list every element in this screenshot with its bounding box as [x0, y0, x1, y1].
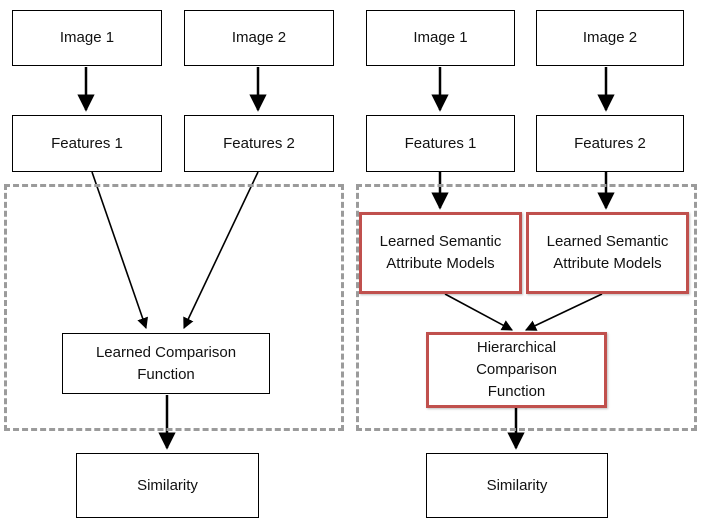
- left-features2-box: Features 2: [184, 115, 334, 172]
- right-attribute-models-2-box: Learned Semantic Attribute Models: [526, 212, 689, 294]
- right-features2-label: Features 2: [574, 134, 646, 152]
- right-attribute-models-1-label: Learned Semantic Attribute Models: [379, 233, 502, 272]
- left-features1-box: Features 1: [12, 115, 162, 172]
- right-features1-box: Features 1: [366, 115, 515, 172]
- right-image2-box: Image 2: [536, 10, 684, 66]
- right-dashed-region: [356, 184, 697, 431]
- arrow-left-features1-comparison: [91, 171, 148, 330]
- right-image1-label: Image 1: [413, 29, 468, 47]
- right-image1-box: Image 1: [366, 10, 515, 66]
- right-comparison-box: Hierarchical Comparison Function: [426, 332, 607, 408]
- left-similarity-box: Similarity: [76, 453, 259, 518]
- arrow-right-attr2-comparison: [524, 293, 603, 331]
- left-image1-label: Image 1: [59, 29, 115, 47]
- left-features1-label: Features 1: [51, 134, 123, 152]
- left-image2-box: Image 2: [184, 10, 334, 66]
- left-features2-label: Features 2: [223, 134, 295, 152]
- right-features1-label: Features 1: [404, 134, 477, 152]
- right-similarity-label: Similarity: [486, 476, 548, 494]
- left-similarity-label: Similarity: [137, 476, 198, 494]
- left-image1-box: Image 1: [12, 10, 162, 66]
- left-comparison-box: Learned Comparison Function: [62, 333, 270, 394]
- right-features2-box: Features 2: [536, 115, 684, 172]
- arrow-left-features2-comparison: [183, 171, 259, 330]
- right-comparison-label: Hierarchical Comparison Function: [476, 339, 557, 400]
- arrow-right-attr1-comparison: [444, 293, 513, 331]
- right-attribute-models-1-box: Learned Semantic Attribute Models: [359, 212, 522, 294]
- left-image2-label: Image 2: [231, 29, 287, 47]
- right-similarity-box: Similarity: [426, 453, 608, 518]
- left-comparison-label: Learned Comparison Function: [95, 343, 237, 383]
- right-attribute-models-2-label: Learned Semantic Attribute Models: [546, 233, 669, 272]
- left-dashed-region: [4, 184, 344, 431]
- right-image2-label: Image 2: [582, 29, 638, 47]
